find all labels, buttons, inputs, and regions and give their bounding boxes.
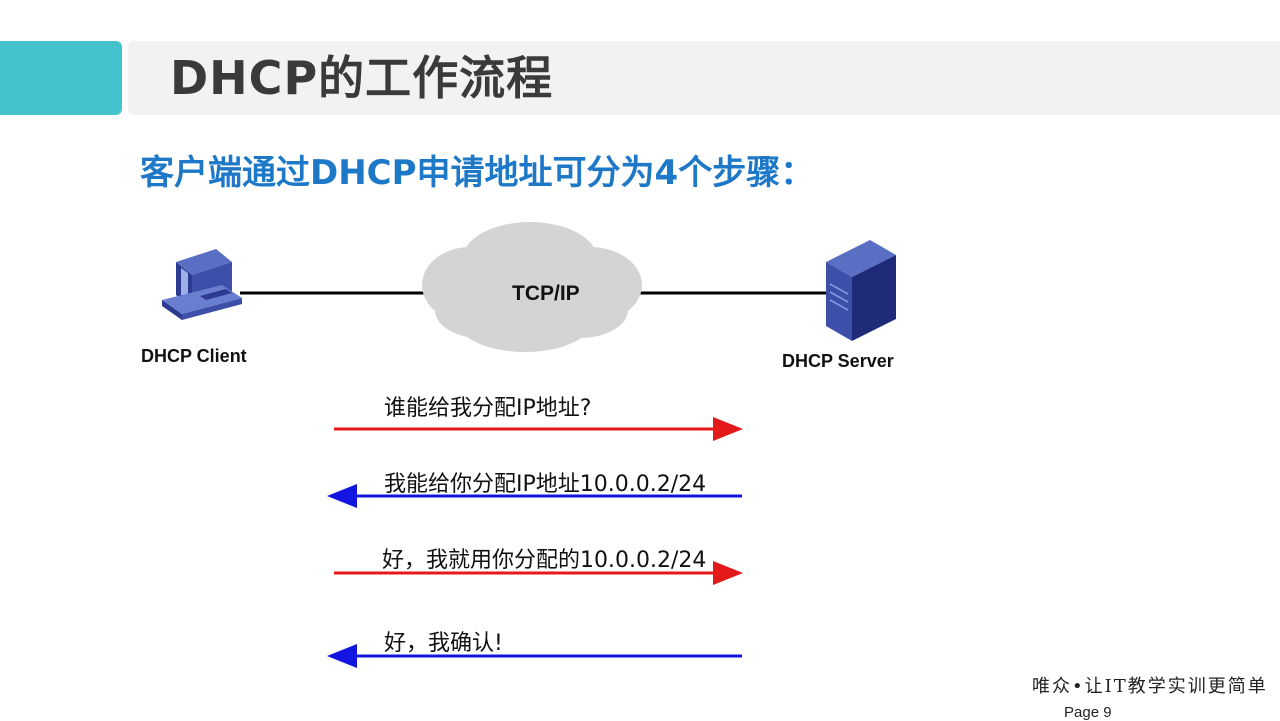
client-label: DHCP Client — [141, 346, 247, 366]
page-title: DHCP的工作流程 — [170, 51, 554, 105]
message-3-text: 好，我就用你分配的10.0.0.2/24 — [382, 548, 707, 573]
client-computer-icon — [162, 249, 242, 320]
cloud-label: TCP/IP — [512, 282, 580, 305]
message-4-text: 好，我确认! — [384, 631, 503, 656]
subtitle: 客户端通过DHCP申请地址可分为4个步骤： — [140, 153, 815, 193]
message-2-text: 我能给你分配IP地址10.0.0.2/24 — [384, 472, 707, 497]
title-accent-block — [0, 41, 122, 115]
footer-slogan: 唯众•让IT教学实训更简单 — [1032, 676, 1268, 697]
network-cloud-icon — [422, 222, 642, 352]
server-label: DHCP Server — [782, 351, 894, 371]
title-bar — [128, 41, 1280, 115]
page-number: Page 9 — [1064, 704, 1112, 721]
server-icon — [826, 240, 896, 341]
message-1-text: 谁能给我分配IP地址? — [384, 396, 592, 421]
